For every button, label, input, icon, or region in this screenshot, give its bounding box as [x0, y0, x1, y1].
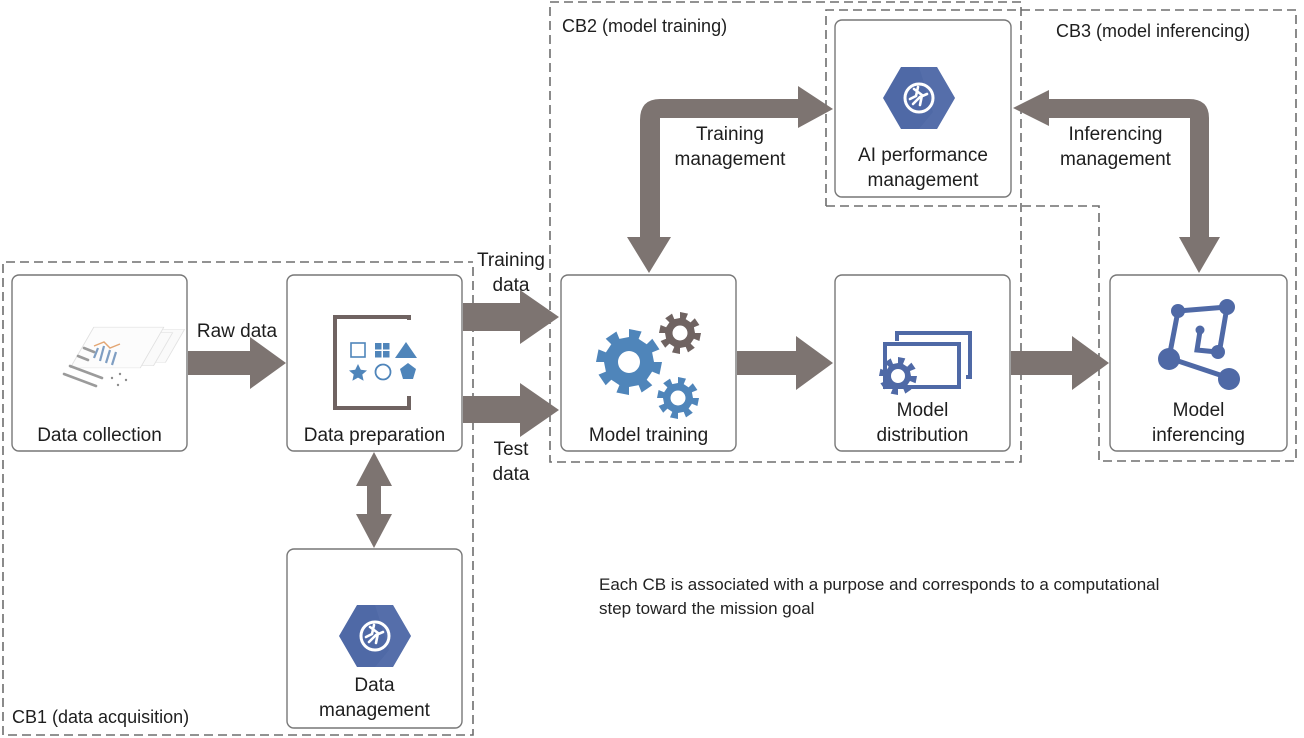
gear-icon — [879, 357, 917, 395]
cb2-label: CB2 (model training) — [562, 16, 728, 36]
training-data-arrow — [463, 290, 559, 344]
model-distribution-label-1: Model — [896, 400, 949, 421]
data-preparation-box — [286, 274, 463, 452]
node-graph-icon — [1158, 299, 1240, 390]
model-distribution-label-2: distribution — [876, 425, 969, 446]
documents-chart-icon — [62, 326, 186, 388]
inferencing-management-label-2: management — [1060, 149, 1171, 170]
test-data-label-1: Test — [493, 439, 529, 460]
gears-icon — [596, 312, 701, 419]
data-management-label-2: management — [319, 700, 430, 721]
test-data-arrow — [463, 383, 559, 437]
raw-data-label: Raw data — [196, 321, 278, 342]
training-management-label-2: management — [674, 149, 786, 170]
training-data-label-1: Training — [477, 250, 545, 271]
inferencing-management-label-1: Inferencing — [1068, 124, 1163, 145]
training-management-arrow — [627, 86, 833, 273]
data-preparation-label: Data preparation — [303, 425, 446, 446]
cb1-label: CB1 (data acquisition) — [12, 707, 190, 727]
windows-gear-icon — [879, 331, 972, 395]
distribution-arrow — [737, 336, 833, 390]
raw-data-arrow — [188, 337, 286, 389]
model-inferencing-label-2: inferencing — [1152, 425, 1245, 446]
cb3-region — [825, 9, 1297, 462]
ai-performance-label-1: AI performance — [858, 145, 988, 166]
inferencing-management-arrow — [1013, 90, 1220, 273]
data-collection-label: Data collection — [37, 425, 162, 446]
ai-performance-label-2: management — [867, 170, 979, 191]
test-data-label-2: data — [492, 464, 530, 485]
cb3-label: CB3 (model inferencing) — [1056, 21, 1251, 41]
training-management-label-1: Training — [696, 124, 764, 145]
inferencing-arrow — [1011, 336, 1109, 390]
gear-icon — [596, 329, 662, 395]
data-management-label-1: Data — [354, 675, 395, 696]
cb1-region — [2, 261, 474, 736]
gear-icon — [659, 312, 701, 354]
gear-icon — [657, 377, 699, 419]
model-inferencing-label-1: Model — [1172, 400, 1225, 421]
model-training-label: Model training — [588, 425, 709, 446]
model-inferencing-box — [1109, 274, 1288, 452]
shapes-bracket-icon — [333, 315, 417, 410]
cb2-region — [549, 1, 1022, 463]
note-line-1: Each CB is associated with a purpose and… — [599, 575, 1160, 594]
data-management-arrow — [356, 452, 392, 548]
note-line-2: step toward the mission goal — [599, 599, 815, 618]
training-data-label-2: data — [492, 275, 530, 296]
